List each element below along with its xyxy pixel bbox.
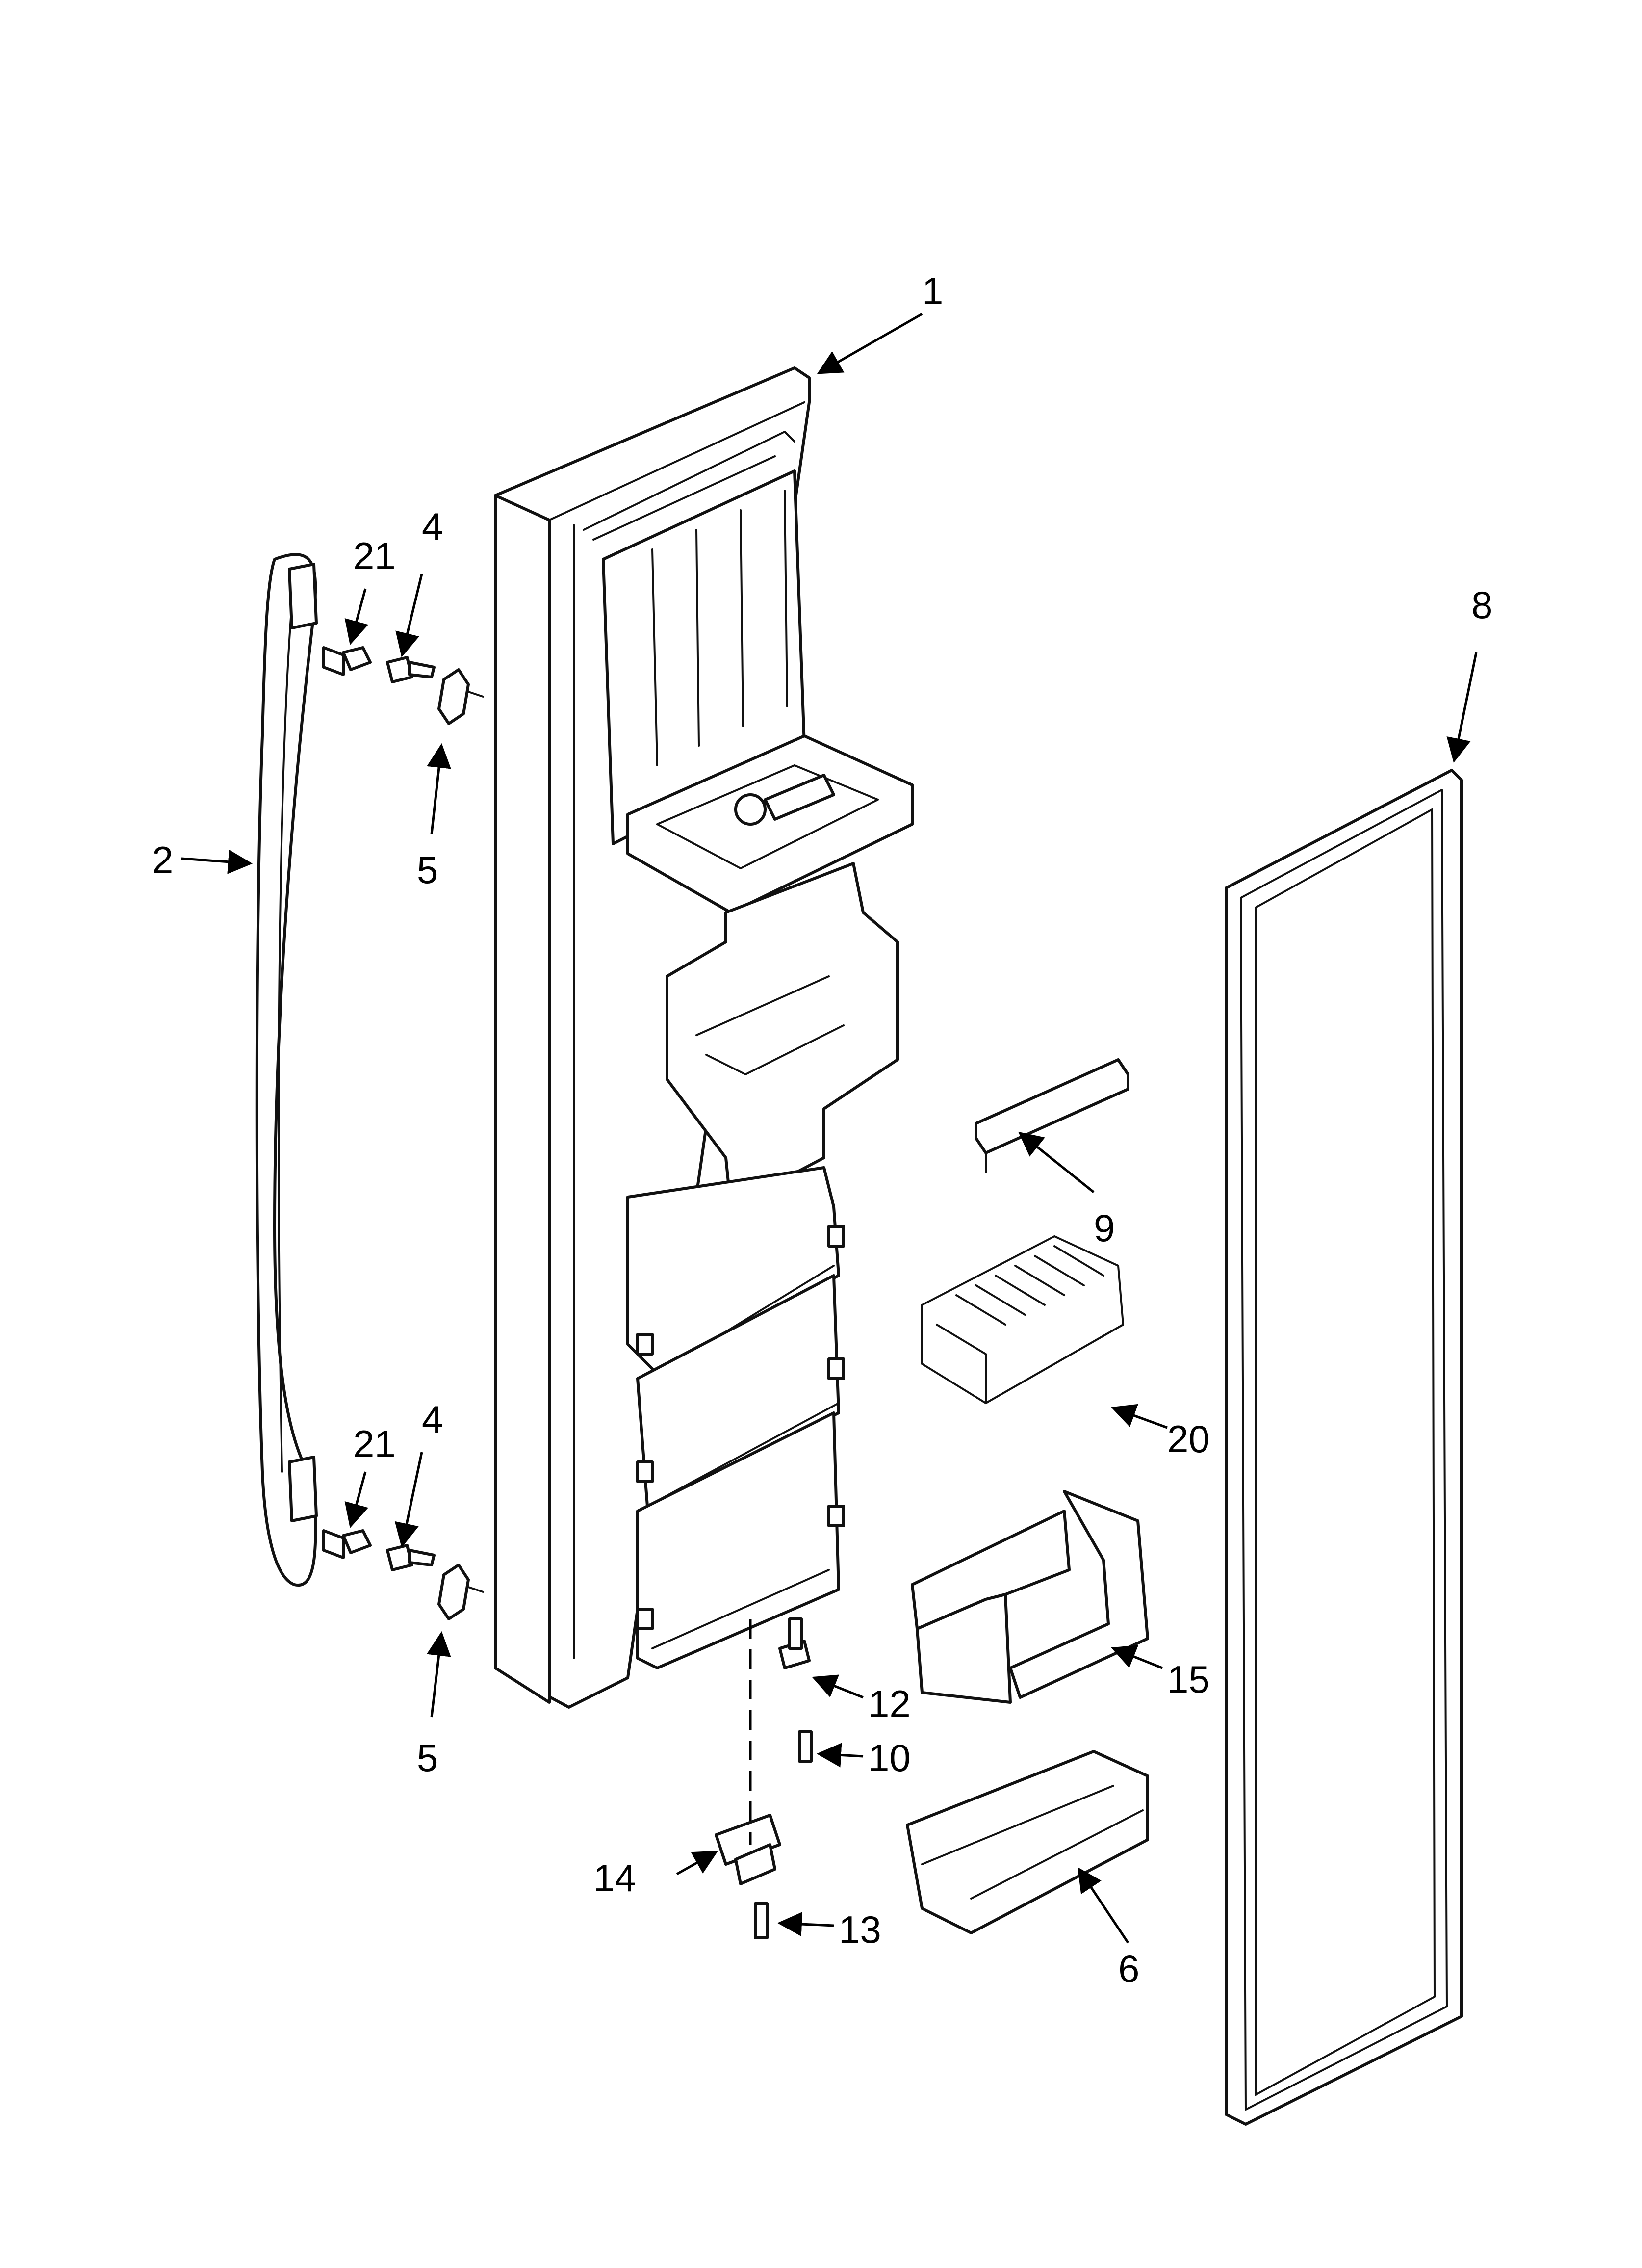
screw-4-bottom bbox=[386, 1544, 436, 1571]
trim-strip-9 bbox=[975, 1058, 1129, 1173]
screw-10 bbox=[798, 1730, 813, 1763]
screw-4-top bbox=[386, 656, 436, 683]
callout-14: 14 bbox=[593, 1856, 636, 1900]
door-bin-15 bbox=[911, 1490, 1149, 1704]
handle-screw-21-bottom bbox=[322, 1529, 372, 1559]
hinge-pin-12 bbox=[778, 1617, 811, 1669]
callout-4-bottom: 4 bbox=[422, 1398, 443, 1441]
callout-13: 13 bbox=[839, 1908, 881, 1951]
callout-9: 9 bbox=[1094, 1206, 1115, 1250]
callout-15: 15 bbox=[1167, 1658, 1210, 1701]
callout-20: 20 bbox=[1167, 1417, 1210, 1460]
callout-2: 2 bbox=[152, 838, 173, 882]
callout-5-bottom: 5 bbox=[417, 1736, 438, 1779]
callout-1: 1 bbox=[922, 269, 943, 313]
callout-10: 10 bbox=[868, 1736, 911, 1779]
hinge-bracket-14 bbox=[715, 1814, 781, 1885]
door-liner bbox=[494, 366, 914, 1709]
door-bin-6 bbox=[906, 1750, 1149, 1934]
callout-6: 6 bbox=[1118, 1947, 1139, 1990]
handle-screw-21-top bbox=[322, 646, 372, 676]
callout-12: 12 bbox=[868, 1682, 911, 1725]
clip-5-bottom bbox=[437, 1564, 484, 1620]
callout-21-top: 21 bbox=[353, 534, 396, 577]
screw-13 bbox=[754, 1902, 769, 1939]
callout-5-top: 5 bbox=[417, 848, 438, 891]
wire-basket-20 bbox=[921, 1235, 1124, 1404]
leader-lines bbox=[181, 313, 1478, 1944]
door-gasket bbox=[1225, 769, 1463, 2126]
clip-5-top bbox=[437, 668, 484, 725]
callout-21-bottom: 21 bbox=[353, 1422, 396, 1465]
callout-8: 8 bbox=[1471, 583, 1492, 626]
callout-4-top: 4 bbox=[422, 505, 443, 548]
door-handle bbox=[255, 553, 318, 1587]
